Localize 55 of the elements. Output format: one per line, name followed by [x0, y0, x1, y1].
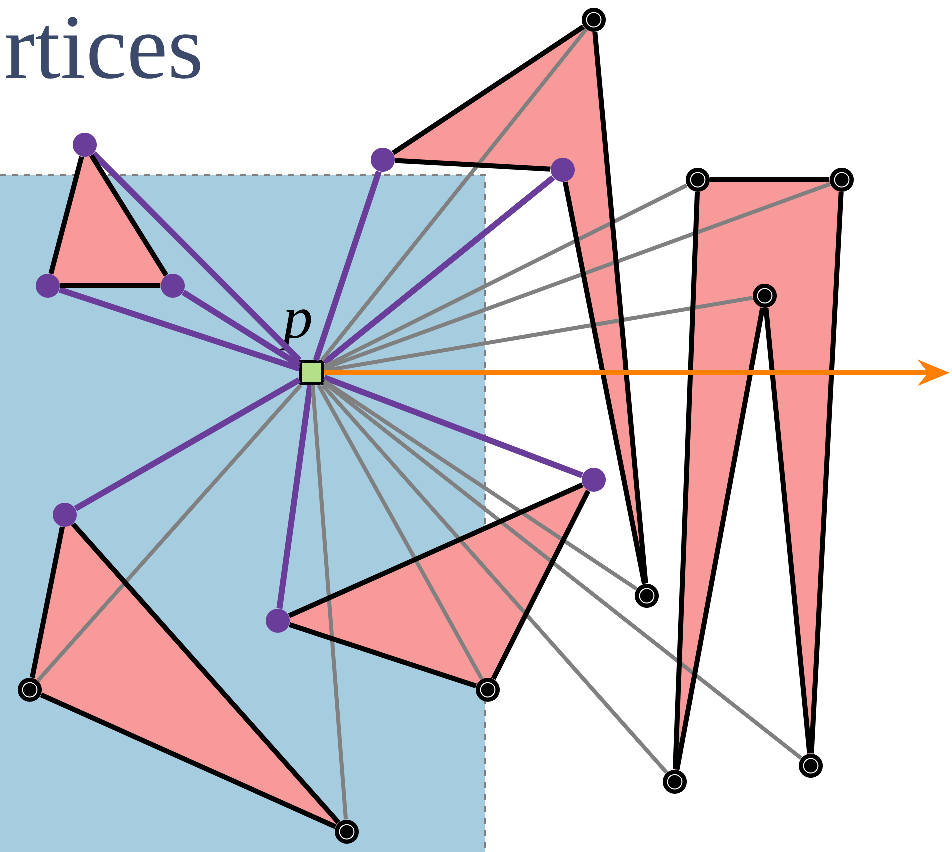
vertex-dot [830, 168, 854, 192]
line [324, 296, 754, 373]
line [60, 284, 161, 288]
point-square [300, 360, 324, 386]
line [320, 28, 588, 362]
vertex-dot [371, 148, 395, 172]
line [592, 32, 648, 584]
vertex-dot [582, 468, 606, 492]
vertex-dot [476, 678, 500, 702]
line [323, 380, 638, 591]
line [288, 482, 584, 618]
line [491, 490, 591, 680]
line [324, 182, 832, 370]
line [71, 522, 341, 824]
line [322, 384, 668, 774]
vertex-dot [335, 820, 359, 844]
line [276, 385, 314, 610]
vertex-dot [582, 8, 606, 32]
line [30, 526, 66, 678]
line [395, 158, 551, 172]
line [674, 308, 766, 770]
line [324, 184, 688, 369]
vertex-dot [635, 584, 659, 608]
line [92, 152, 302, 363]
vertex-dot [161, 274, 185, 298]
line [40, 692, 337, 830]
line [74, 378, 301, 512]
line [809, 192, 844, 754]
line [710, 178, 830, 182]
line [310, 385, 348, 820]
line [392, 24, 586, 156]
line [317, 384, 484, 680]
vertex-dot [73, 133, 97, 157]
line [672, 192, 700, 770]
vertex-dot [266, 609, 290, 633]
title: rtices [6, 17, 200, 79]
line [36, 384, 302, 682]
line [289, 622, 477, 689]
vertex-dot [753, 284, 778, 308]
vertex-dot [36, 274, 60, 298]
line [323, 381, 802, 760]
vertex-dot [53, 503, 77, 527]
vertex-dot [663, 770, 688, 794]
vertex-dot [551, 158, 575, 182]
line [313, 170, 382, 362]
vertex-dot [799, 754, 824, 778]
line [182, 290, 302, 368]
line [48, 156, 84, 275]
vertex-dot [686, 168, 710, 192]
vertex-dot [18, 678, 42, 702]
line [764, 308, 812, 754]
line [323, 374, 584, 478]
line [322, 175, 556, 366]
line [89, 154, 169, 277]
line [58, 287, 300, 372]
